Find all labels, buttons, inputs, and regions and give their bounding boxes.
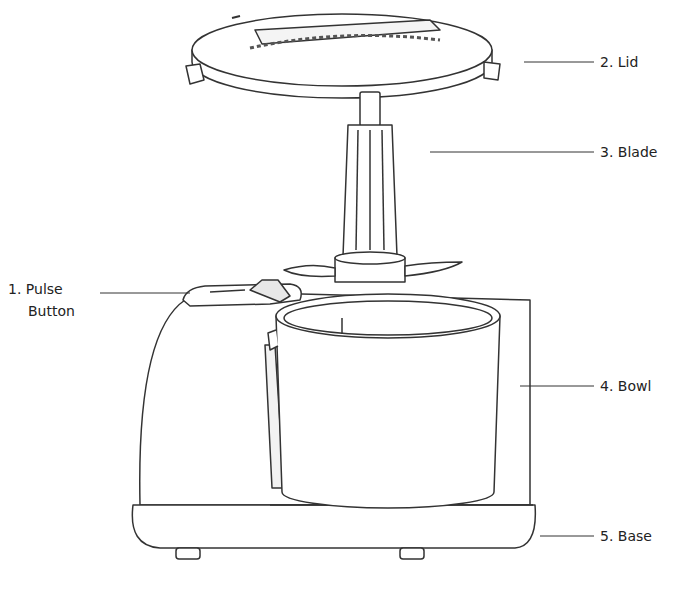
lid-drawing bbox=[186, 14, 500, 98]
blade-drawing bbox=[284, 92, 462, 282]
part-label: 1. Pulse Button bbox=[8, 278, 100, 322]
part-label: 4. Bowl bbox=[600, 375, 651, 397]
part-label: 5. Base bbox=[600, 525, 652, 547]
leader-lines bbox=[100, 62, 594, 536]
pulse-button-drawing bbox=[183, 280, 301, 306]
base-drawing bbox=[132, 292, 535, 559]
part-label: 3. Blade bbox=[600, 141, 657, 163]
bowl-drawing bbox=[268, 294, 500, 508]
part-label: 2. Lid bbox=[600, 51, 638, 73]
